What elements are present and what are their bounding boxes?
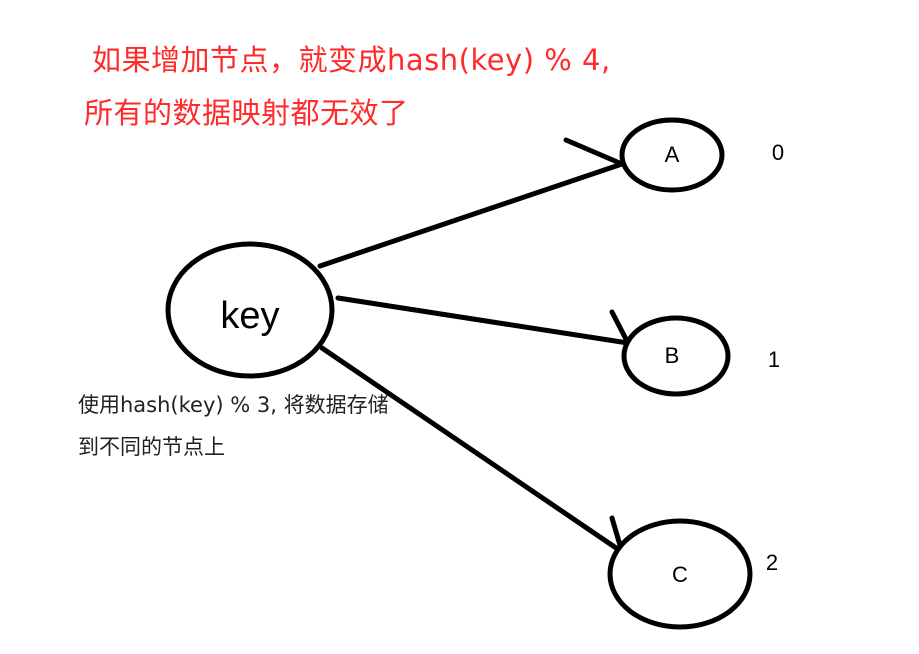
node-b-label: B bbox=[665, 343, 680, 368]
node-b: B bbox=[621, 315, 731, 397]
index-c: 2 bbox=[766, 550, 778, 575]
index-b: 1 bbox=[768, 347, 780, 372]
node-a-label: A bbox=[665, 142, 680, 167]
annotation-bottom-line-1: 使用hash(key) % 3, 将数据存储 bbox=[78, 393, 389, 417]
node-key-label: key bbox=[220, 295, 279, 337]
arrow-key-to-a bbox=[317, 137, 625, 269]
annotation-top-line-1: 如果增加节点，就变成hash(key) % 4, bbox=[92, 43, 611, 77]
node-c-label: C bbox=[672, 562, 688, 587]
arrow-key-to-c bbox=[319, 345, 625, 555]
node-key: key bbox=[165, 241, 335, 379]
index-a: 0 bbox=[772, 140, 784, 165]
annotation-top-line-2: 所有的数据映射都无效了 bbox=[84, 96, 409, 130]
annotation-bottom-line-2: 到不同的节点上 bbox=[78, 435, 225, 459]
arrow-key-to-b bbox=[335, 295, 631, 346]
node-a: A bbox=[619, 117, 725, 193]
node-c: C bbox=[607, 518, 753, 630]
